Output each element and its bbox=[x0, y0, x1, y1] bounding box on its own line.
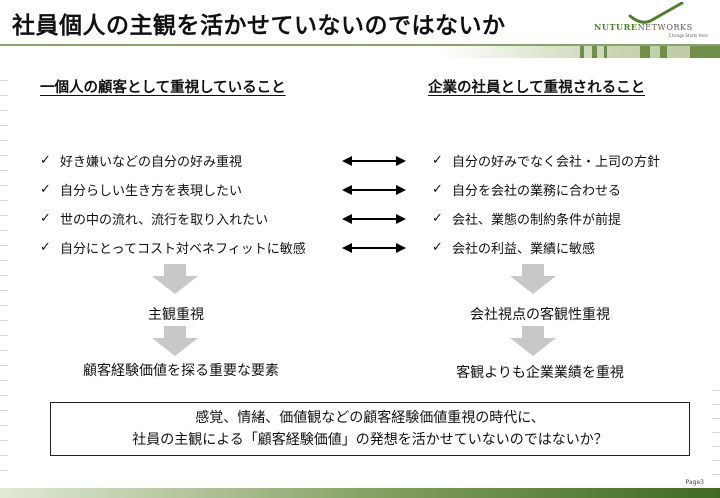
logo-tagline: Change Starts Here bbox=[668, 33, 708, 38]
check-icon: ✓ bbox=[40, 153, 51, 168]
double-arrow-icon bbox=[342, 213, 406, 224]
check-icon: ✓ bbox=[40, 211, 51, 226]
left-ruler-decoration bbox=[0, 80, 8, 480]
list-item: ✓自分の好みでなく会社・上司の方針 bbox=[432, 153, 661, 170]
list-item: ✓世の中の流れ、流行を取り入れたい bbox=[40, 211, 269, 228]
left-item-list: ✓好き嫌いなどの自分の好み重視 ✓自分らしい生き方を表現したい ✓世の中の流れ、… bbox=[40, 146, 306, 262]
logo-wordmark: NUTURENETWORKS bbox=[594, 22, 693, 32]
down-arrow-icon bbox=[152, 264, 198, 294]
right-item-list: ✓自分の好みでなく会社・上司の方針 ✓自分を会社の業務に合わせる ✓会社、業態の… bbox=[432, 146, 660, 262]
title-divider-band bbox=[0, 44, 720, 58]
list-item: ✓会社の利益、業績に敏感 bbox=[432, 240, 596, 257]
double-arrow-icon bbox=[342, 184, 406, 195]
right-column-heading: 企業の社員として重視されること bbox=[428, 80, 646, 96]
left-result-2: 顧客経験価値を探る重要な要素 bbox=[83, 363, 279, 379]
check-icon: ✓ bbox=[40, 240, 51, 255]
list-item: ✓自分らしい生き方を表現したい bbox=[40, 182, 243, 199]
down-arrow-icon bbox=[152, 326, 198, 356]
right-result-2: 客観よりも企業業績を重視 bbox=[456, 365, 624, 381]
slide-title: 社員個人の主観を活かせていないのではないか bbox=[12, 13, 506, 39]
check-icon: ✓ bbox=[40, 182, 51, 197]
left-column-heading: 一個人の顧客として重視していること bbox=[40, 80, 286, 96]
footer-bar bbox=[0, 488, 720, 498]
list-item: ✓好き嫌いなどの自分の好み重視 bbox=[40, 153, 243, 170]
check-icon: ✓ bbox=[432, 153, 443, 168]
right-ruler-decoration bbox=[712, 390, 720, 480]
list-item: ✓自分にとってコスト対ベネフィットに敏感 bbox=[40, 240, 306, 257]
summary-box: 感覚、情緒、価値観などの顧客経験価値重視の時代に、 社員の主観による「顧客経験価… bbox=[50, 402, 690, 456]
list-item: ✓会社、業態の制約条件が前提 bbox=[432, 211, 622, 228]
double-arrow-icon bbox=[342, 155, 406, 166]
right-result-1: 会社視点の客観性重視 bbox=[470, 307, 610, 323]
comparison-arrows bbox=[342, 146, 408, 262]
company-logo: NUTURENETWORKS Change Starts Here bbox=[594, 2, 712, 42]
page-number: Page3 bbox=[685, 479, 704, 486]
down-arrow-icon bbox=[510, 326, 556, 356]
check-icon: ✓ bbox=[432, 240, 443, 255]
list-item: ✓自分を会社の業務に合わせる bbox=[432, 182, 622, 199]
left-result-1: 主観重視 bbox=[148, 307, 204, 323]
check-icon: ✓ bbox=[432, 211, 443, 226]
check-swoosh-icon bbox=[628, 2, 684, 24]
summary-line-2: 社員の主観による「顧客経験価値」の発想を活かせていないのではないか？ bbox=[132, 432, 608, 448]
summary-line-1: 感覚、情緒、価値観などの顧客経験価値重視の時代に、 bbox=[195, 410, 545, 426]
double-arrow-icon bbox=[342, 242, 406, 253]
down-arrow-icon bbox=[510, 264, 556, 294]
check-icon: ✓ bbox=[432, 182, 443, 197]
